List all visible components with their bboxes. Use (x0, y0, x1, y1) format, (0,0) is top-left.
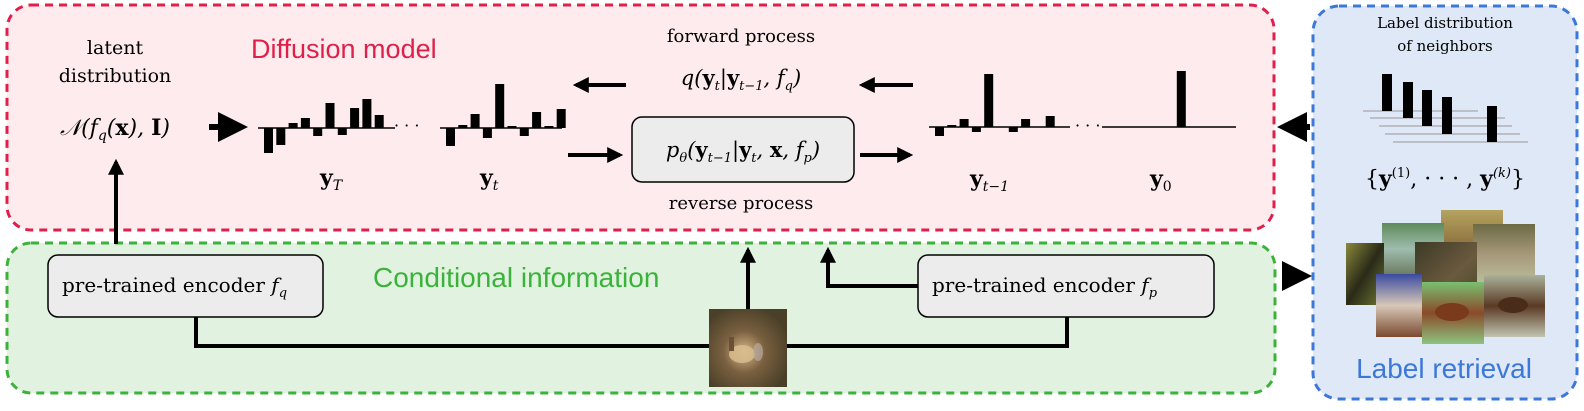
reverse-process-label: reverse process (669, 193, 813, 214)
neighbor-set-formula: {y(1), · · · , y(k)} (1365, 166, 1525, 192)
encoder-q-label: pre-trained encoder fq (62, 273, 287, 301)
neighbor-bar (1382, 74, 1392, 111)
neighbor-images (1346, 210, 1545, 344)
state-bar (1008, 127, 1018, 132)
state-bar (350, 108, 360, 128)
state-bar (374, 115, 384, 128)
encoder-q-box (47, 254, 324, 318)
state-bar (984, 74, 994, 127)
state-bar (313, 128, 323, 136)
ellipsis-1: · · · (394, 116, 419, 135)
neighbor-bar (1442, 97, 1452, 134)
neighbor-bar (1422, 90, 1432, 126)
state-bar (300, 118, 310, 128)
forward-process-label: forward process (667, 26, 815, 47)
image-to-encoder-q-line (194, 317, 709, 348)
latent-formula: 𝒩(fq(x), I) (60, 115, 170, 144)
ellipsis-2: · · · (1075, 116, 1100, 135)
conditional-information-title: Conditional information (373, 262, 659, 293)
state-bar (325, 103, 335, 128)
neighbor-bar (1487, 106, 1497, 142)
neighbor-dist-label-line2: of neighbors (1397, 37, 1492, 55)
state-bar (276, 128, 286, 145)
state-bar (556, 109, 566, 128)
state-bar (1045, 116, 1055, 127)
diffusion-state-bars (258, 71, 1236, 153)
state-bar (458, 125, 468, 128)
diffusion-model-title: Diffusion model (251, 34, 437, 64)
state-bar (288, 123, 298, 128)
state-bar (971, 127, 981, 132)
state-bar (935, 127, 944, 136)
state-bar (519, 128, 529, 136)
state-bar (1176, 71, 1186, 127)
state-bar (362, 99, 372, 128)
encoder-p-up-arrow (820, 246, 918, 288)
neighbor-image-white-animal (1376, 274, 1422, 337)
state-bar (264, 128, 273, 153)
neighbor-dist-label: Label distribution (1377, 14, 1513, 32)
state-bar (507, 126, 517, 128)
state-bar (544, 126, 554, 128)
state-bar (446, 128, 455, 146)
state-bar (495, 84, 505, 128)
state-bar (532, 112, 542, 128)
neighbor-label-bars (1363, 74, 1528, 143)
state-bar (959, 119, 969, 127)
image-to-encoder-p-line (787, 317, 1069, 348)
encoder-p-label: pre-trained encoder fp (932, 273, 1158, 301)
latent-label-line2: distribution (59, 65, 172, 87)
state-bar (1021, 119, 1031, 127)
reverse-formula: pθ(yt−1|yt, x, fp) (666, 137, 820, 166)
state-bar (470, 114, 480, 128)
neighbor-bar (1403, 82, 1413, 118)
label-retrieval-title: Label retrieval (1356, 353, 1532, 384)
input-image (709, 309, 787, 387)
latent-label: latent (87, 37, 144, 59)
state-bar (947, 125, 957, 127)
state-bar (482, 128, 492, 138)
state-bar (337, 128, 347, 135)
reverse-model-box (631, 116, 855, 183)
